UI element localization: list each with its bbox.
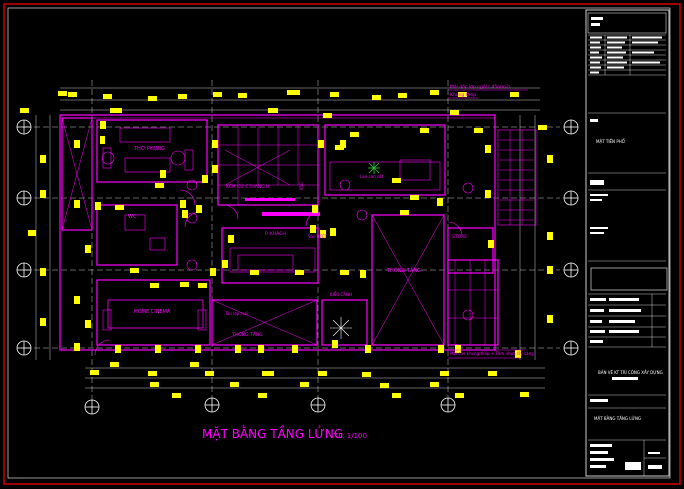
drawing-scale: TL: 1/100 bbox=[333, 432, 367, 440]
leader-lines bbox=[448, 89, 528, 359]
kieu-canh-plant bbox=[330, 317, 352, 339]
room-label-home-cinema: HOME CINEMA bbox=[134, 309, 171, 315]
room-label-kieu-canh: KIỂU CẢNH bbox=[330, 292, 352, 297]
center-white-beam-2 bbox=[245, 198, 295, 201]
outer-frame bbox=[3, 3, 681, 485]
room-label-wc: WC bbox=[128, 214, 137, 220]
dimension-markers bbox=[20, 90, 553, 398]
tb-project-label: MẶT TIỀN PHỐ bbox=[596, 139, 625, 144]
room-label-p-khach: P. KHÁCH bbox=[265, 230, 286, 237]
note-ton-lop: Tôn lợp mái bbox=[224, 311, 248, 316]
note-lan-can: Lan can sắt bbox=[360, 174, 383, 179]
note-san-btct: Sàn BTCT bbox=[308, 234, 328, 239]
dimension-lines bbox=[25, 80, 560, 400]
note-mai-ngoi: Mái dốc lợp ngói ( 45o/m2) bbox=[450, 83, 511, 90]
plant-symbol bbox=[368, 162, 380, 174]
room-label-store: STORE bbox=[452, 234, 467, 240]
note-bottom-right: Mái che khung thép + Tấm nhựa lấy sáng bbox=[450, 351, 534, 356]
tb-sheet-name: MẶT BẰNG TẦNG LỬNG bbox=[594, 416, 641, 421]
inner-frame bbox=[7, 7, 671, 479]
note-khung-thep: Khung thép bbox=[450, 91, 476, 98]
roof-tile-hatch bbox=[500, 130, 534, 225]
grid-axis-bubbles bbox=[16, 119, 579, 415]
center-white-beam bbox=[262, 212, 320, 216]
room-label-phong-tho: THỜ PHỤNG bbox=[133, 145, 165, 152]
floor-plan-walls bbox=[59, 114, 537, 356]
title-block: MẶT TIỀN PHỐ B bbox=[585, 9, 670, 477]
note-thiep-number: 950 bbox=[299, 182, 304, 190]
tb-drawing-name: BẢN VẼ KT TRÌ CÔNG XÂY DỰNG bbox=[598, 370, 663, 375]
room-label-stair-top: KÊM CỬ CTHANG H bbox=[226, 182, 270, 190]
drawing-title: MẶT BẰNG TẦNG LỬNG bbox=[202, 425, 343, 441]
room-label-thong-tang-right: THÔNG TẦNG bbox=[386, 266, 421, 274]
furniture bbox=[101, 127, 474, 331]
room-label-thong-tang-left: THÔNG TẦNG bbox=[231, 330, 263, 338]
